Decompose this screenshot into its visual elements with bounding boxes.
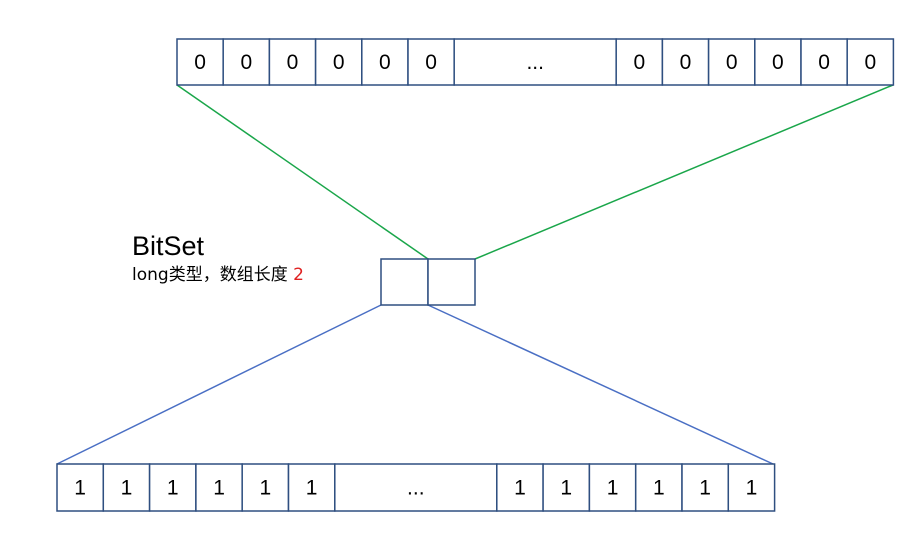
bit-cell: 1 [102,463,151,512]
bit-value: 0 [772,51,784,74]
bit-value: 1 [213,477,225,500]
bottom-bit-row: 1 1 1 1 1 1... 1 1 1 1 1 1 [56,463,776,512]
bit-cell: 0 [176,38,224,86]
bit-value: 0 [680,51,692,74]
bottom-left-connector [56,304,382,465]
bit-value: 1 [74,477,86,500]
bit-value: 1 [260,477,272,500]
bit-value: 1 [560,477,572,500]
bit-value: 0 [240,51,252,74]
bit-value: ... [526,51,544,74]
bit-cell-box [287,463,336,512]
bit-value: 1 [607,477,619,500]
bit-cell: 0 [661,38,710,86]
top-bit-row: 0 0 0 0 0 0... 0 0 0 0 0 0 [176,38,895,86]
bit-value: 1 [746,477,758,500]
bit-value: 1 [514,477,526,500]
bit-cell: 0 [846,38,895,86]
bit-cell: 0 [615,38,664,86]
bit-cell: 1 [56,463,105,512]
bit-cell-box [634,463,683,512]
bit-cell: 0 [361,38,409,86]
subtitle-text: long类型，数组长度 [132,265,293,285]
bit-cell: 0 [222,38,271,86]
bit-cell: 0 [314,38,363,86]
long-array [380,258,476,306]
long-array-cell [380,258,429,306]
connector-lines [56,84,894,465]
bit-cell: 0 [268,38,317,86]
bit-value: 0 [726,51,738,74]
bit-value: 0 [379,51,391,74]
bit-value: 0 [194,51,206,74]
top-right-connector [474,84,894,260]
bit-cell: 1 [496,463,544,512]
bit-value: 1 [699,477,711,500]
bit-value: 1 [653,477,665,500]
top-left-connector [176,84,429,260]
bit-cell: 1 [681,463,730,512]
long-array-cell [427,258,476,306]
bit-value: 0 [287,51,299,74]
bit-cell: 1 [588,463,637,512]
bit-cell: 1 [542,463,591,512]
bit-cell-box [727,463,776,512]
bit-cell: 1 [195,463,243,512]
bit-cell-box [681,463,730,512]
bit-cell: 1 [287,463,336,512]
bitset-subtitle: long类型，数组长度 2 [132,265,304,285]
bit-cell-box [542,463,591,512]
bit-cell: 1 [241,463,290,512]
bit-cell-box [707,38,756,86]
bit-cell: 0 [707,38,756,86]
bottom-right-connector [427,304,774,465]
bit-cell: 1 [634,463,683,512]
bit-cell-box [496,463,544,512]
bit-cell-box [268,38,317,86]
bit-cell-box [176,38,224,86]
bit-value: 0 [633,51,645,74]
bit-cell: 0 [754,38,802,86]
ellipsis-cell: ... [334,463,498,512]
bit-value: 0 [425,51,437,74]
bit-value: ... [407,477,425,500]
bit-cell-box [754,38,802,86]
bit-cell: 1 [727,463,776,512]
bit-cell-box [314,38,363,86]
bit-value: 0 [818,51,830,74]
bit-value: 1 [167,477,179,500]
ellipsis-cell: ... [453,38,617,86]
bit-cell-box [846,38,895,86]
bit-cell-box [334,463,498,512]
bit-cell-box [222,38,271,86]
array-length-value: 2 [293,265,304,285]
bit-cell-box [407,38,455,86]
bit-value: 0 [333,51,345,74]
bit-cell-box [241,463,290,512]
bit-cell: 0 [407,38,455,86]
bit-cell: 1 [148,463,197,512]
bitset-title: BitSet [132,231,205,261]
bit-cell-box [56,463,105,512]
bit-value: 1 [306,477,318,500]
bit-cell: 0 [800,38,848,86]
bit-cell-box [800,38,848,86]
bit-value: 0 [864,51,876,74]
bit-value: 1 [121,477,133,500]
